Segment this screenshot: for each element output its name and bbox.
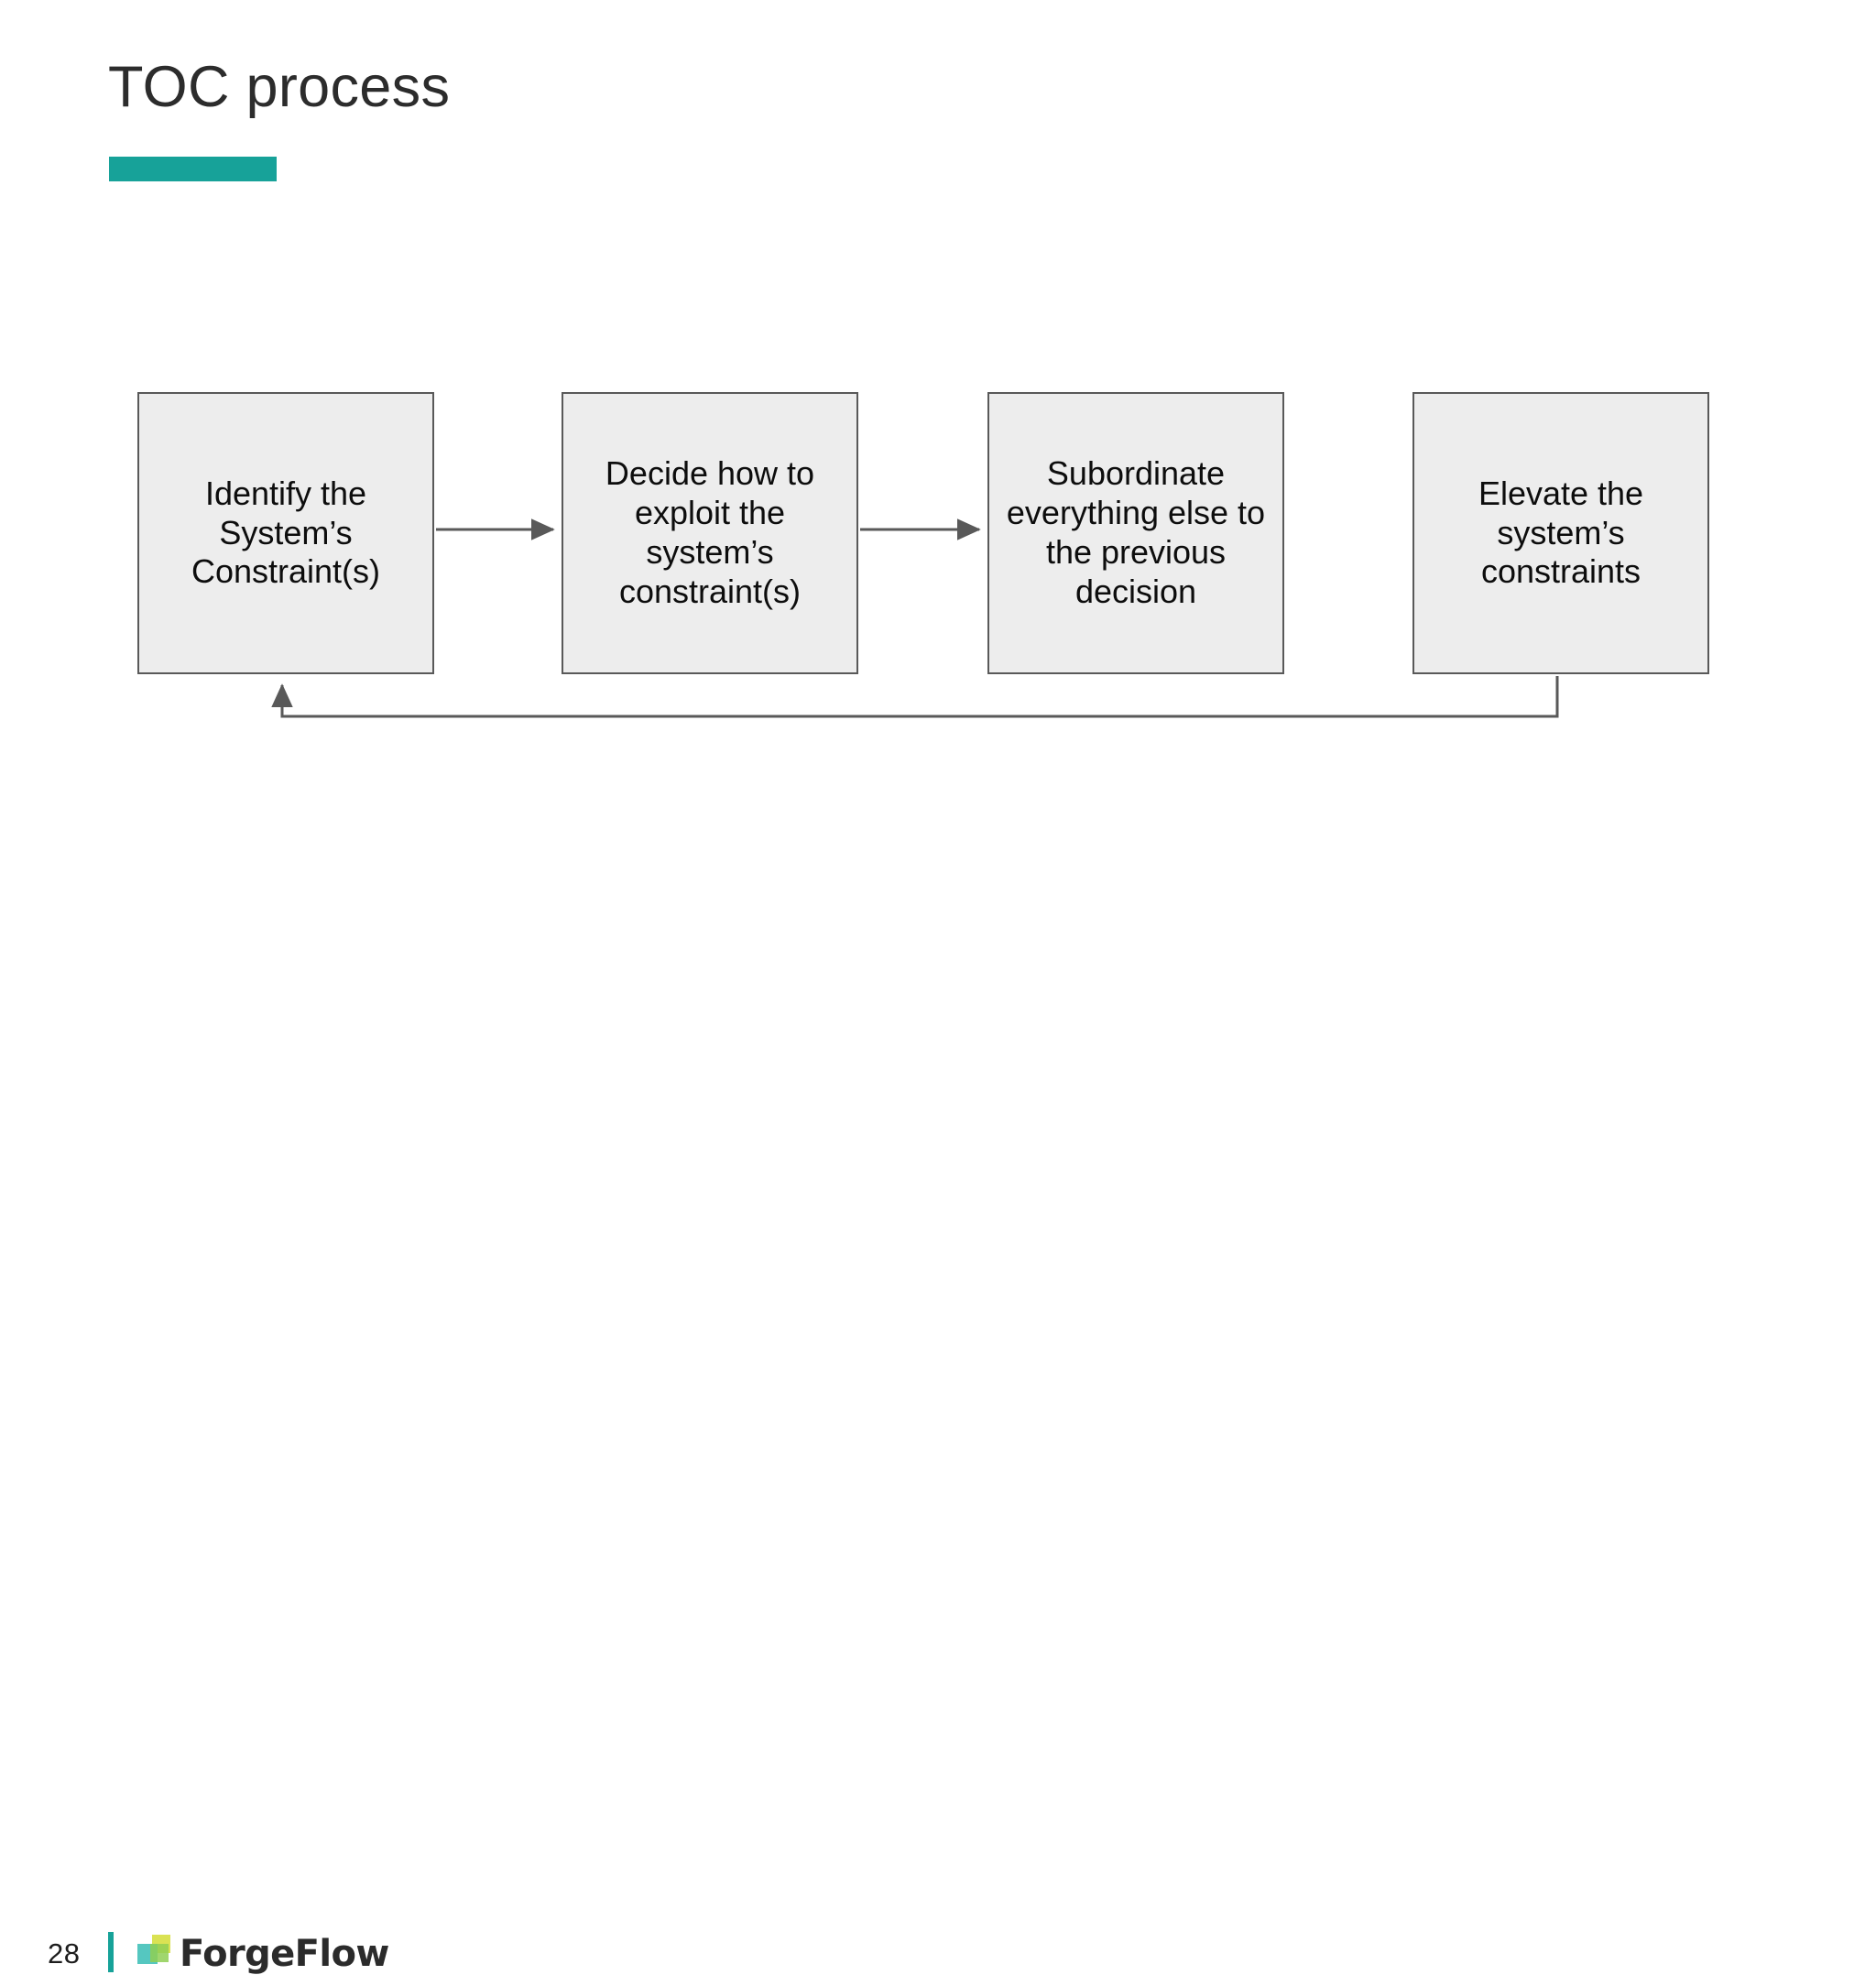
forgeflow-logo-icon: [137, 1935, 170, 1964]
page-number: 28: [48, 1937, 81, 1970]
flow-step-box-2[interactable]: Decide how to exploit the system’s const…: [562, 392, 858, 674]
slide-footer: 28 ForgeFlow: [0, 945, 1876, 1975]
flow-step-label-3: Subordinate everything else to the previ…: [1006, 454, 1266, 610]
flow-step-box-3[interactable]: Subordinate everything else to the previ…: [987, 392, 1284, 674]
flow-step-label-4: Elevate the system’s constraints: [1478, 474, 1644, 591]
page-title: TOC process: [108, 55, 451, 119]
flow-step-box-4[interactable]: Elevate the system’s constraints: [1412, 392, 1709, 674]
flow-step-label-2: Decide how to exploit the system’s const…: [605, 454, 815, 610]
flow-step-label-1: Identify the System’s Constraint(s): [191, 474, 381, 591]
brand-name: ForgeFlow: [180, 1933, 389, 1975]
footer-divider: [108, 1932, 114, 1972]
connector-feedback-loop: [271, 676, 1559, 718]
title-accent-bar: [109, 157, 277, 181]
flow-step-box-1[interactable]: Identify the System’s Constraint(s): [137, 392, 434, 674]
